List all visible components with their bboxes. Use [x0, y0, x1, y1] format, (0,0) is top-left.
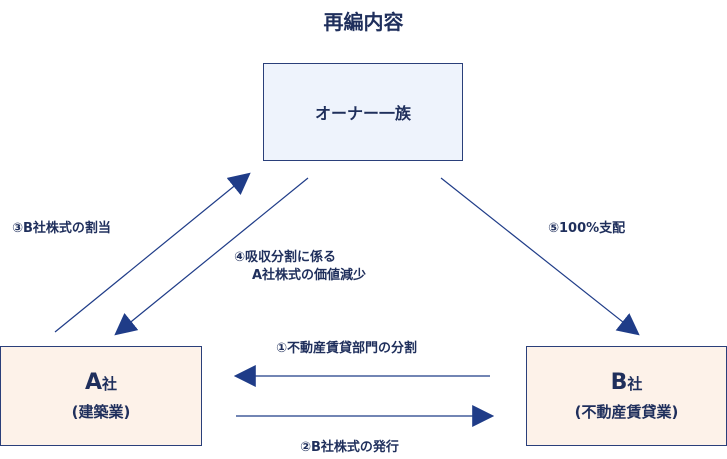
- company-b-type: (不動産賃貸業): [574, 403, 679, 421]
- owner-family-box: オーナー一族: [263, 63, 463, 161]
- arrow-share-allocation: [54, 172, 251, 333]
- company-a-type: (建築業): [71, 403, 131, 421]
- company-b-name: B社: [610, 370, 643, 395]
- arrow-full-control: [440, 177, 640, 336]
- label-share-allocation: ③B社株式の割当: [12, 221, 111, 236]
- label-full-control: ⑤100%支配: [548, 221, 626, 236]
- label-share-issue: ②B社株式の発行: [300, 440, 399, 455]
- company-a-name: A社: [84, 370, 118, 395]
- diagram-title: 再編内容: [323, 10, 404, 34]
- company-a-box: A社 (建築業): [0, 346, 202, 446]
- owner-family-label: オーナー一族: [314, 104, 411, 123]
- label-value-decrease-2: A社株式の価値減少: [252, 268, 367, 283]
- arrow-value-decrease: [114, 177, 309, 336]
- label-division: ①不動産賃貸部門の分割: [276, 341, 418, 356]
- label-value-decrease-1: ④吸収分割に係る: [234, 250, 337, 265]
